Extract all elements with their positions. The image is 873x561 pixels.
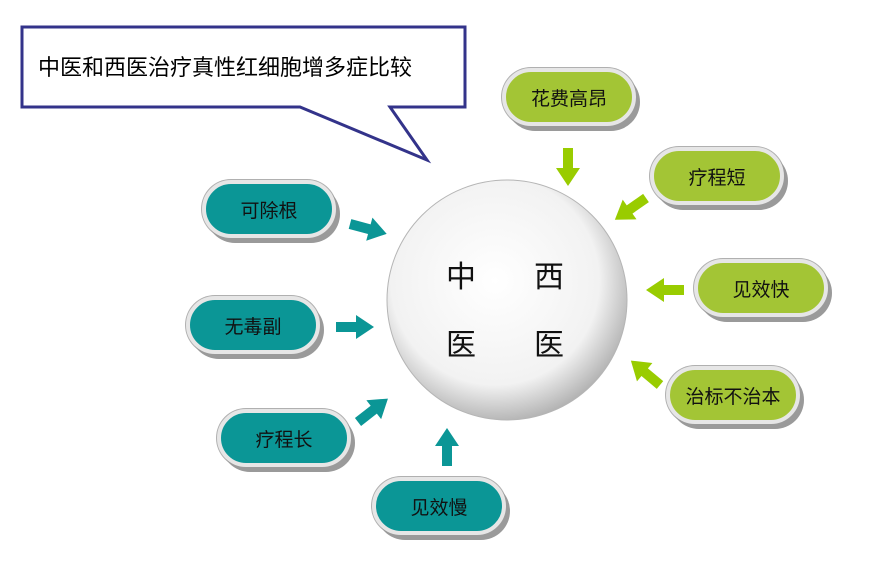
center-char: 西 [534, 260, 564, 295]
center-char: 中 [446, 260, 476, 295]
western-item: 见效快 [694, 259, 828, 317]
arrow-icon [646, 278, 684, 302]
tcm-item: 无毒副 [186, 296, 320, 354]
arrow-icon [623, 351, 668, 395]
center-char: 医 [534, 328, 564, 363]
arrow-icon [350, 389, 396, 432]
center-sphere [386, 179, 628, 421]
arrow-icon [607, 188, 653, 230]
western-item: 治标不治本 [666, 366, 800, 424]
arrow-icon [336, 315, 374, 339]
title-callout [20, 25, 467, 164]
tcm-item: 可除根 [202, 180, 336, 238]
arrow-icon [556, 148, 580, 186]
tcm-item: 见效慢 [372, 477, 506, 535]
arrow-icon [435, 428, 459, 466]
western-item: 疗程短 [650, 147, 784, 205]
diagram-title: 中医和西医治疗真性红细胞增多症比较 [38, 56, 413, 81]
tcm-item: 疗程长 [217, 409, 351, 467]
center-char: 医 [446, 328, 476, 363]
arrow-icon [346, 212, 390, 246]
western-item: 花费高昂 [502, 68, 636, 126]
